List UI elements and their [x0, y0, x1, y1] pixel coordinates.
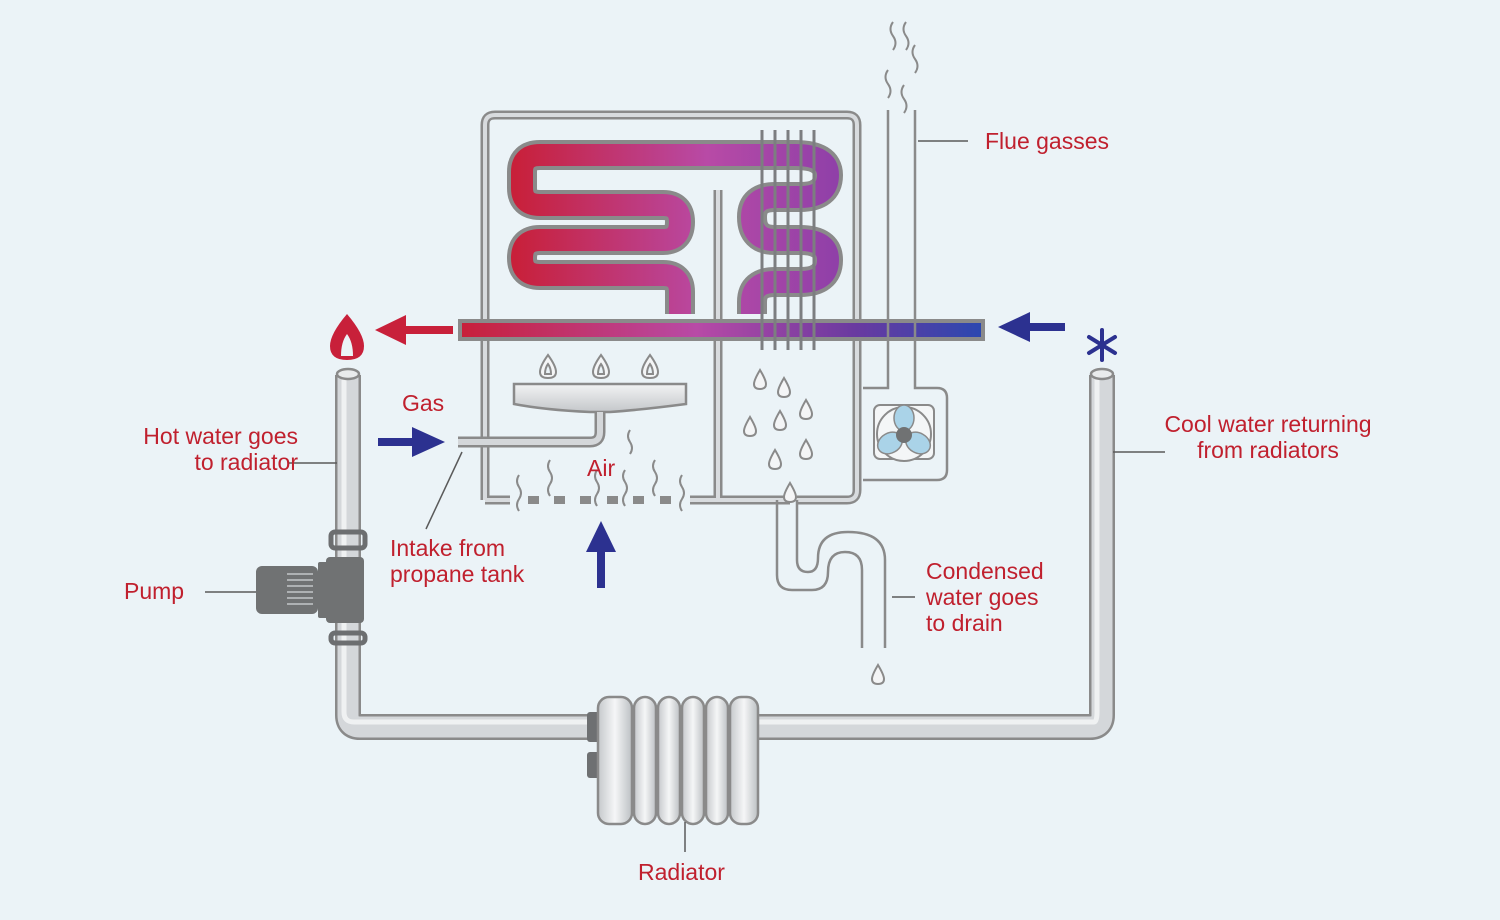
- burner: [458, 382, 688, 448]
- burner-flame-icons: [538, 353, 660, 380]
- label-intake-line1: Intake from: [390, 535, 506, 561]
- burner-flame-icon: [591, 353, 611, 380]
- label-hot-water-line2: to radiator: [194, 449, 298, 475]
- label-radiator: Radiator: [638, 859, 725, 885]
- snowflake-icon: [1087, 328, 1117, 362]
- label-intake: Intake from propane tank: [390, 535, 524, 587]
- flue-pipe: [863, 110, 949, 482]
- label-condensed: Condensed water goes to drain: [926, 558, 1044, 636]
- drop-icon: [742, 415, 758, 438]
- arrow-cold-in: [998, 312, 1065, 342]
- heat-exchanger-coil: [507, 140, 843, 317]
- label-condensed-line2: water goes: [926, 584, 1039, 610]
- drop-icon: [798, 438, 814, 461]
- leader-lines: [205, 140, 1165, 852]
- flame-icon: [330, 314, 364, 360]
- label-gas: Gas: [402, 390, 445, 416]
- burner-flame-icon: [640, 353, 660, 380]
- label-condensed-line3: to drain: [926, 610, 1003, 636]
- label-pump: Pump: [124, 578, 185, 604]
- condensation-drops: [742, 368, 886, 686]
- label-air: Air: [587, 455, 616, 481]
- drop-icon: [782, 481, 798, 504]
- drop-icon: [870, 663, 886, 686]
- drop-icon: [798, 398, 814, 421]
- air-vents: [528, 496, 671, 504]
- boiler-housing-inner: [483, 113, 859, 502]
- pump: [256, 529, 368, 646]
- label-cool-water: Cool water returning from radiators: [1150, 411, 1386, 463]
- drop-icon: [767, 448, 783, 471]
- radiator: [587, 695, 760, 826]
- arrow-air-in: [586, 521, 616, 588]
- flue-smoke: [884, 21, 919, 114]
- drop-icon: [772, 409, 788, 432]
- fan-icon: [873, 404, 935, 462]
- burner-flame-icon: [538, 353, 558, 380]
- exchanger-fins: [760, 130, 816, 350]
- condensate-drain: [775, 500, 887, 648]
- label-flue-gasses: Flue gasses: [985, 128, 1110, 154]
- arrow-gas-in: [378, 427, 445, 457]
- drop-icon: [752, 368, 768, 391]
- label-intake-line2: propane tank: [390, 561, 525, 587]
- arrow-hot-out: [375, 315, 453, 345]
- drop-icon: [776, 376, 792, 399]
- label-condensed-line1: Condensed: [926, 558, 1044, 584]
- label-hot-water-line1: Hot water goes: [143, 423, 298, 449]
- label-hot-water: Hot water goes to radiator: [143, 423, 298, 475]
- label-cool-water-line2: from radiators: [1197, 437, 1339, 463]
- label-cool-water-line1: Cool water returning: [1164, 411, 1372, 437]
- air-wisps: [516, 429, 685, 512]
- water-bar: [458, 319, 985, 341]
